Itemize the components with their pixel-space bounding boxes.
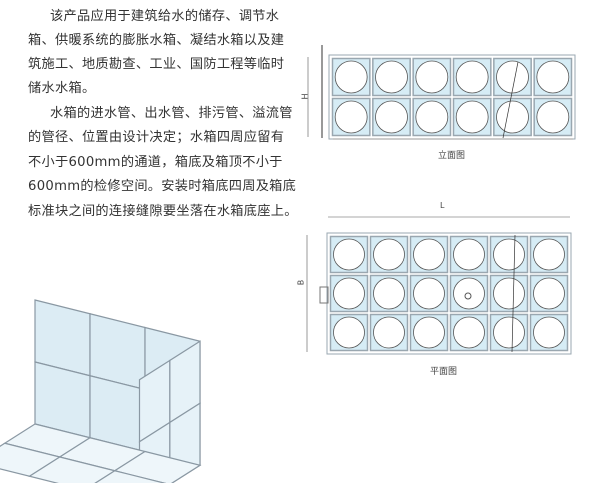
inlet-pipe	[319, 286, 329, 304]
top-panel	[113, 450, 202, 483]
plan-caption: 平面图	[430, 367, 458, 377]
plan-panel-circle	[333, 277, 365, 310]
width-label: B	[296, 279, 306, 286]
text-line: 不小于600mm的通道，箱底及箱顶不小于	[28, 155, 283, 170]
text-line: 筑施工、地质勘查、工业、国防工程等临时	[28, 57, 285, 72]
top-panel	[94, 470, 167, 483]
elevation-panel-circle	[455, 60, 489, 94]
text-line: 储水水箱。	[28, 81, 96, 96]
text-line: 该产品应用于建筑给水的储存、调节水	[50, 9, 280, 24]
plan-panel-circle	[533, 316, 565, 349]
elevation-panel-circle	[334, 100, 368, 134]
text-line: 600mm的检修空间。安装时箱底四周及箱底	[28, 179, 297, 194]
elevation-panel-circle	[496, 60, 529, 94]
ladder-line	[511, 234, 516, 353]
text-line: 标准块之间的连接缝隙要坐落在水箱底座上。	[28, 204, 298, 219]
plan-panel-circle	[453, 316, 485, 349]
length-label: L	[440, 201, 445, 210]
plan-frame	[326, 232, 572, 355]
elevation-panel-circle	[415, 60, 449, 94]
plan-panel-circle	[373, 277, 405, 310]
elevation-panel-circle	[375, 60, 408, 94]
text-line: 水箱的进水管、出水管、排污管、溢流管	[50, 106, 293, 121]
height-label: H	[300, 93, 310, 100]
elevation-caption: 立面图	[438, 151, 466, 161]
plan-panel-circle	[533, 238, 565, 271]
plan-panel-circle	[413, 277, 445, 310]
plan-panel-circle	[533, 277, 565, 310]
plan-panel-circle	[373, 316, 405, 349]
elevation-panel-circle	[536, 60, 570, 94]
plan-panel-circle	[493, 238, 525, 271]
plan-panel-circle	[493, 277, 525, 310]
top-panel	[27, 456, 117, 483]
elevation-panel-circle	[536, 100, 570, 134]
elevation-panel-circle	[334, 60, 368, 94]
plan-panel-circle	[413, 316, 445, 349]
ladder-line	[502, 61, 519, 139]
elevation-panel-circle	[375, 100, 408, 134]
elevation-panel-circle	[415, 100, 449, 134]
text-line: 箱、供暖系统的膨胀水箱、凝结水箱以及建	[28, 33, 285, 48]
plan-panel-circle	[493, 316, 525, 349]
elevation-panel-circle	[455, 100, 489, 134]
elevation-panel-circle	[496, 100, 529, 134]
plan-panel-circle	[333, 238, 365, 271]
plan-panel-circle	[413, 238, 445, 271]
manhole-icon	[464, 292, 472, 300]
plan-panel-circle	[453, 238, 485, 271]
plan-panel-circle	[373, 238, 405, 271]
text-line: 的管径、位置由设计决定；水箱四周应留有	[28, 130, 285, 145]
plan-panel-circle	[333, 316, 365, 349]
